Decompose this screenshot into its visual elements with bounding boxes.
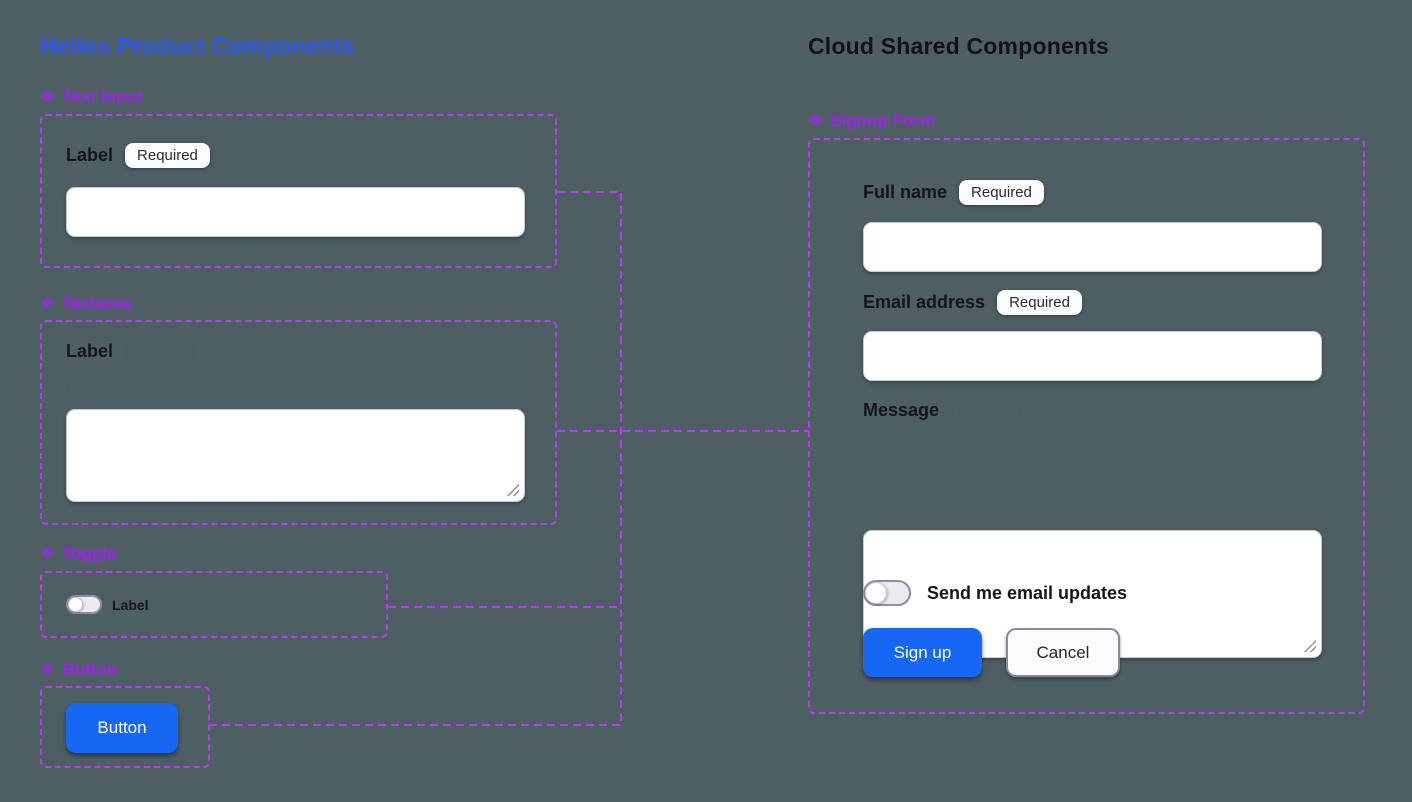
section-title: Button [62, 660, 118, 679]
toggle-knob[interactable] [68, 597, 83, 612]
component-icon: ❖ [40, 89, 55, 106]
text-input-label-row: Label Required [66, 143, 210, 168]
section-header-text-input: ❖ Text Input [40, 87, 142, 107]
toggle-switch[interactable] [66, 595, 102, 614]
section-header-signup-form: ❖ Signup Form [808, 111, 935, 131]
field-label: Label [66, 341, 114, 361]
required-badge: Required [997, 290, 1082, 315]
button-frame [40, 686, 210, 768]
email-input[interactable] [863, 331, 1322, 381]
textarea-frame [40, 320, 557, 525]
section-title: Signup Form [830, 111, 936, 130]
section-header-textarea: ❖ Textarea [40, 294, 131, 314]
left-panel-title: Helios Product Components [40, 33, 355, 59]
toggle-frame [40, 571, 388, 638]
resize-grip-icon[interactable] [507, 484, 519, 496]
text-input-field[interactable] [66, 187, 525, 237]
section-title: Toggle [62, 544, 117, 563]
full-name-input[interactable] [863, 222, 1322, 272]
email-updates-toggle[interactable] [863, 580, 911, 606]
component-icon: ❖ [40, 296, 55, 313]
textarea-field[interactable] [66, 409, 525, 502]
text-input-frame [40, 114, 557, 268]
required-badge: Required [959, 180, 1044, 205]
field-label: Message [863, 400, 940, 420]
email-updates-row: Send me email updates [863, 580, 1127, 606]
field-label: Full name [863, 182, 948, 202]
full-name-label-row: Full name Required [863, 180, 1044, 205]
resize-grip-icon[interactable] [1304, 640, 1316, 652]
component-icon: ❖ [40, 662, 55, 679]
field-label: Email address [863, 292, 986, 312]
component-icon: ❖ [808, 113, 823, 130]
sample-button[interactable]: Button [66, 703, 178, 753]
optional-hint: (Optional) [951, 401, 1022, 419]
toggle-row: Label [66, 595, 149, 614]
cancel-button[interactable]: Cancel [1006, 628, 1120, 677]
optional-hint: (Optional) [125, 342, 196, 360]
section-header-toggle: ❖ Toggle [40, 544, 117, 564]
required-badge: Required [125, 143, 210, 168]
helper-text: Helper text [66, 379, 144, 396]
component-icon: ❖ [40, 546, 55, 563]
message-label-row: Message (Optional) [863, 400, 1021, 421]
section-title: Textarea [62, 294, 132, 313]
email-updates-label: Send me email updates [927, 582, 1128, 603]
email-label-row: Email address Required [863, 290, 1082, 315]
signup-form-frame [808, 138, 1365, 714]
section-header-button: ❖ Button [40, 660, 117, 680]
section-title: Text Input [62, 87, 143, 106]
sign-up-button[interactable]: Sign up [863, 628, 982, 677]
field-label: Label [66, 145, 114, 165]
toggle-label: Label [112, 596, 149, 613]
textarea-label-row: Label (Optional) [66, 341, 195, 362]
toggle-knob[interactable] [865, 582, 887, 604]
right-panel-title: Cloud Shared Components [808, 33, 1110, 59]
